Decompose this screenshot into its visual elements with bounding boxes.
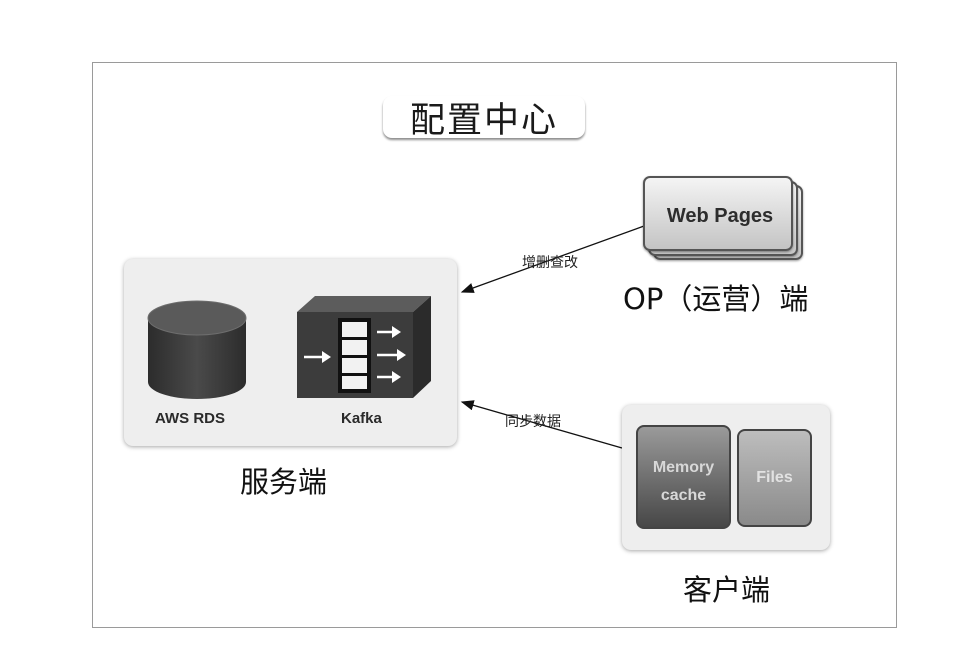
files-box [737,429,812,527]
memory-label-line2: cache [660,487,707,504]
web-pages-label: Web Pages [666,205,774,227]
op-caption: OP（运营）端 [623,282,809,316]
diagram-frame [92,62,897,628]
database-cylinder-icon [147,300,247,399]
memory-label-line1: Memory [652,459,715,476]
edge-client-to-server [460,400,623,449]
diagram-title: 配置中心 [383,96,585,141]
memory-cache-box [636,425,731,529]
client-caption: 客户端 [683,573,771,607]
edge-label-sync: 同步数据 [505,414,561,430]
edge-op-to-server [460,225,645,293]
page-layer-front [643,176,793,251]
aws-rds-label: AWS RDS [155,410,226,427]
web-pages-stack-icon [643,176,803,260]
memory-cache-label: Memory cache [636,454,731,510]
kafka-label: Kafka [341,410,382,427]
server-caption: 服务端 [240,465,328,499]
kafka-box-icon [297,296,431,398]
files-label: Files [756,469,793,486]
edge-label-crud: 增删查改 [522,255,578,271]
